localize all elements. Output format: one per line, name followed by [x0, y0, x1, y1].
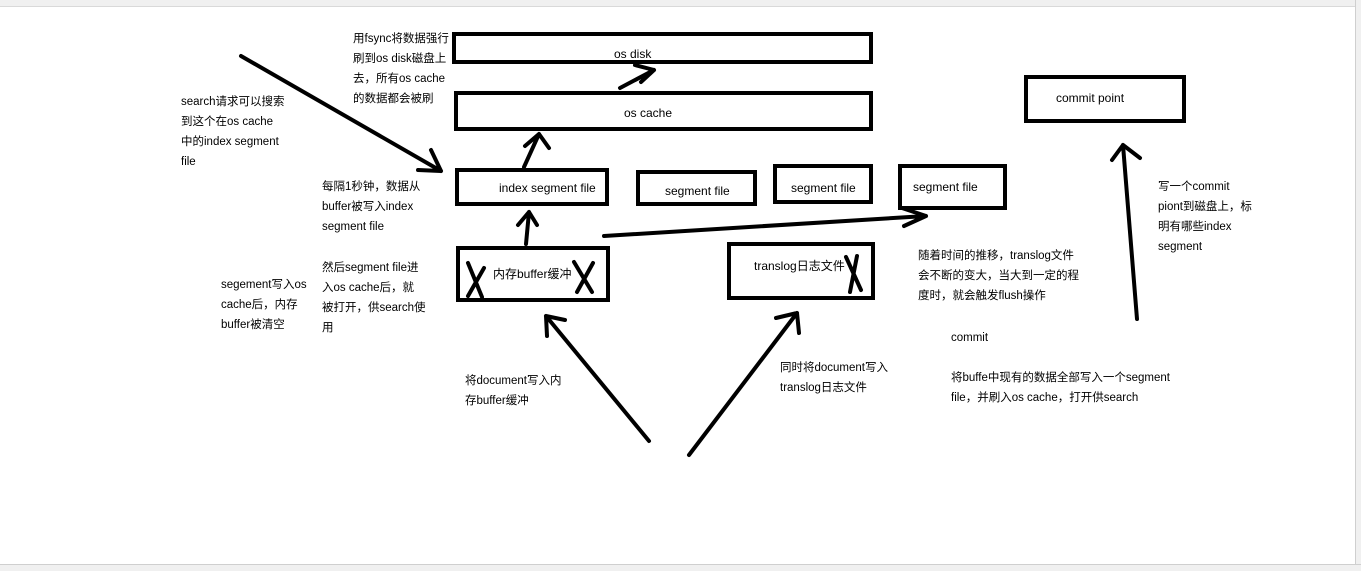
index-segment-file-label: index segment file: [499, 181, 596, 195]
memory-buffer-label: 内存buffer缓冲: [493, 267, 572, 281]
cache-to-disk-arrow: [618, 63, 656, 90]
commit-point-label: commit point: [1056, 91, 1125, 105]
frame-right-edge: [1355, 0, 1361, 570]
segment-file-box-3: segment file: [898, 164, 1007, 210]
note-write-buffer: 将document写入内存buffer缓冲: [465, 375, 562, 407]
buffer-to-segment-arrow: [516, 210, 539, 246]
os-cache-box: os cache: [454, 91, 873, 131]
index-segment-file-box: index segment file: [455, 168, 609, 206]
segment-file-box-2: segment file: [773, 164, 873, 204]
os-disk-label: os disk: [614, 47, 652, 61]
translog-label: translog日志文件: [754, 259, 845, 273]
segment-file-label-2: segment file: [791, 181, 856, 195]
segment-file-box-1: segment file: [636, 170, 757, 206]
translog-cross-icon: [844, 254, 863, 294]
document-to-translog-arrow: [687, 311, 801, 457]
os-disk-box: os disk: [452, 32, 873, 64]
note-commit-title: commit: [951, 332, 989, 344]
os-cache-label: os cache: [624, 106, 673, 120]
frame-top-edge: [0, 0, 1361, 7]
segment-file-label-1: segment file: [665, 184, 730, 198]
buffer-cross-left-icon: [466, 261, 486, 299]
frame-bottom-edge: [0, 564, 1361, 571]
search-arrow: [239, 54, 443, 173]
buffer-cross-right-icon: [572, 260, 595, 294]
buffer-to-segment3-arrow: [602, 206, 928, 238]
commit-point-arrow: [1110, 143, 1142, 321]
segment-to-cache-arrow: [522, 132, 551, 169]
commit-point-box: commit point: [1024, 75, 1186, 123]
segment-file-label-3: segment file: [913, 180, 978, 194]
note-then-open: 然后segment file进入os cache后，就被打开，供search使用: [322, 262, 426, 334]
note-translog-grow: 随着时间的推移，translog文件会不断的变大，当大到一定的程度时，就会触发f…: [918, 250, 1079, 302]
document-to-buffer-arrow: [544, 314, 651, 443]
